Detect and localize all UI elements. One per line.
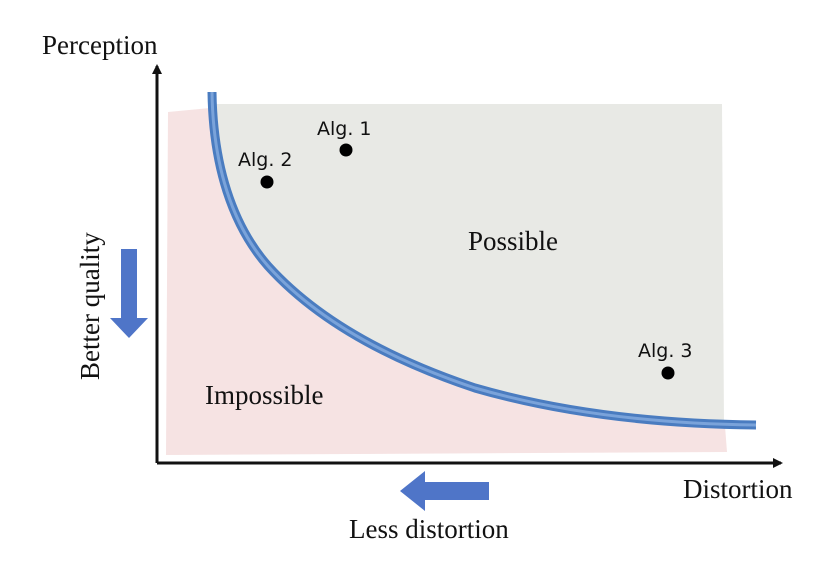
less-distortion-label: Less distortion xyxy=(349,514,509,544)
boundary-curve-highlight xyxy=(210,91,757,427)
better-quality-arrow-icon xyxy=(110,249,148,338)
possible-label: Possible xyxy=(468,226,558,256)
alg-1-point xyxy=(339,143,353,157)
x-axis-label: Distortion xyxy=(683,474,793,504)
alg-3-label: Alg. 3 xyxy=(638,340,693,362)
less-distortion-arrow-icon xyxy=(400,471,489,511)
y-axis-label: Perception xyxy=(42,30,158,60)
alg-2-point xyxy=(260,175,274,189)
alg-3-point xyxy=(661,366,675,380)
alg-2-label: Alg. 2 xyxy=(238,149,293,171)
impossible-label: Impossible xyxy=(205,380,324,410)
impossible-region xyxy=(166,108,727,455)
alg-1-label: Alg. 1 xyxy=(317,118,372,140)
possible-region xyxy=(212,104,724,426)
better-quality-label: Better quality xyxy=(75,232,105,380)
